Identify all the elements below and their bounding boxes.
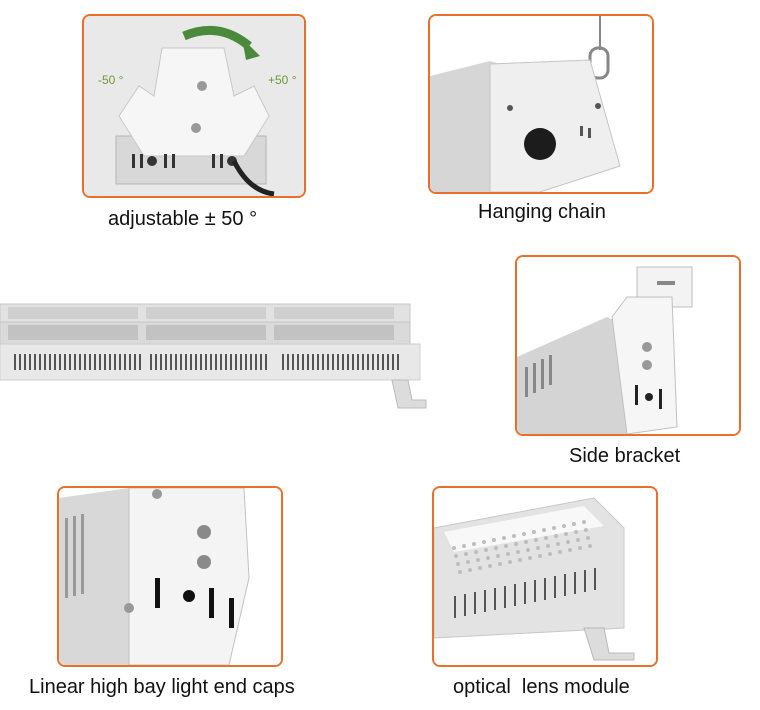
caption-hanging-chain: Hanging chain bbox=[478, 201, 606, 223]
hanging-chain-illustration bbox=[430, 16, 652, 192]
linear-fixture-illustration bbox=[0, 303, 427, 409]
photo-end-caps bbox=[57, 486, 283, 667]
caption-adjustable: adjustable ± 50 ° bbox=[108, 208, 258, 230]
photo-optical-lens bbox=[432, 486, 658, 667]
caption-end-caps: Linear high bay light end caps bbox=[29, 676, 295, 698]
caption-side-bracket: Side bracket bbox=[569, 445, 681, 467]
caption-optical-lens: optical lens module bbox=[453, 676, 630, 698]
optical-lens-illustration bbox=[434, 488, 656, 665]
left-angle-label: -50 ° bbox=[98, 73, 124, 87]
end-caps-illustration bbox=[59, 488, 281, 665]
adjustable-fixture-illustration: -50 ° +50 ° bbox=[84, 16, 304, 196]
side-bracket-illustration bbox=[517, 257, 739, 434]
linear-fixture-photo bbox=[0, 300, 430, 412]
photo-hanging-chain bbox=[428, 14, 654, 194]
photo-adjustable: -50 ° +50 ° bbox=[82, 14, 306, 198]
photo-side-bracket bbox=[515, 255, 741, 436]
right-angle-label: +50 ° bbox=[268, 73, 297, 87]
